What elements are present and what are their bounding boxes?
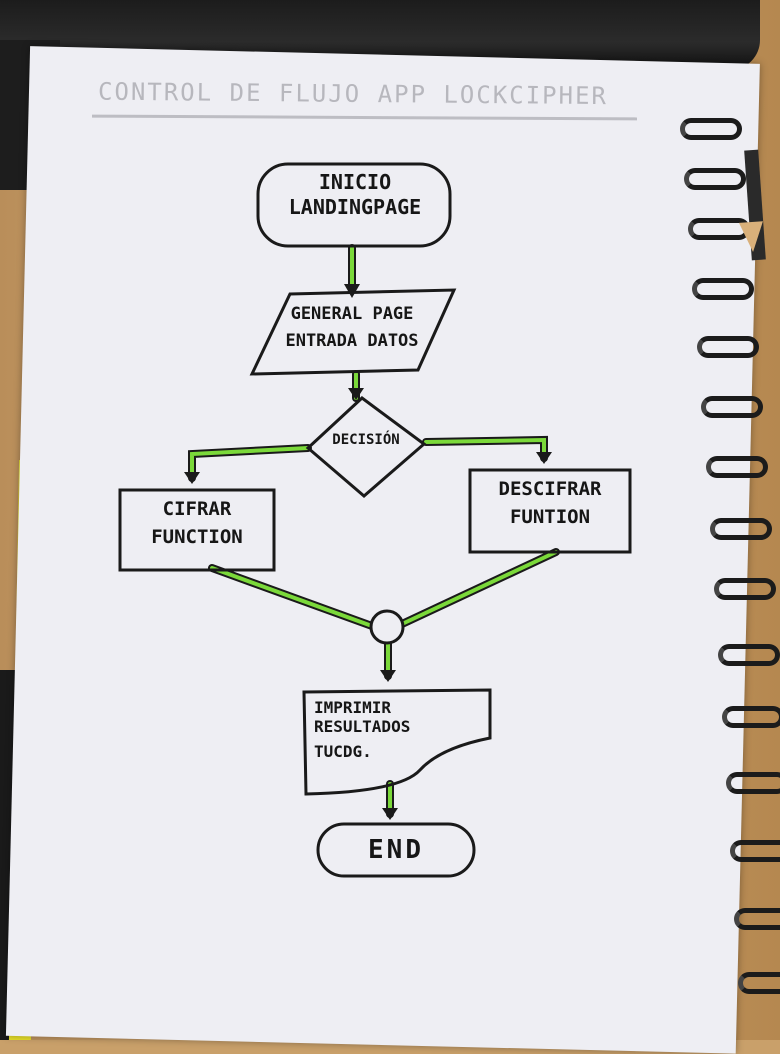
input-line2: ENTRADA DATOS	[285, 331, 419, 352]
input-parallelogram-shape	[249, 288, 457, 376]
start-line2: LANDINGPAGE	[288, 195, 422, 219]
decrypt-line1: DESCIFRAR	[498, 478, 602, 500]
start-terminal-shape	[256, 162, 452, 248]
decision-label: DECISIÓN	[332, 432, 400, 448]
encrypt-line2: FUNCTION	[151, 525, 243, 548]
output-label: IMPRIMIR RESULTADOS TUCDG.	[314, 698, 490, 762]
decision-diamond-shape	[305, 396, 427, 498]
encrypt-label: CIFRAR FUNCTION	[124, 498, 270, 550]
start-line1: INICIO	[318, 170, 392, 194]
start-label: INICIO LANDINGPAGE	[262, 170, 448, 220]
decrypt-line2: FUNTION	[509, 505, 591, 528]
output-line3: TUCDG.	[314, 742, 372, 762]
encrypt-line1: CIFRAR	[162, 498, 232, 520]
end-label: END	[368, 835, 424, 865]
merge-connector-shape	[369, 609, 405, 645]
output-line1: IMPRIMIR	[314, 698, 392, 717]
input-label: GENERAL PAGE ENTRADA DATOS	[262, 304, 442, 353]
output-document-shape	[302, 688, 492, 796]
decrypt-label: DESCIFRAR FUNTION	[474, 478, 626, 530]
end-terminal-shape	[316, 822, 476, 878]
encrypt-process-shape	[118, 488, 276, 572]
decrypt-process-shape	[468, 468, 632, 554]
output-line2: RESULTADOS	[314, 717, 411, 737]
input-line1: GENERAL PAGE	[290, 304, 414, 324]
